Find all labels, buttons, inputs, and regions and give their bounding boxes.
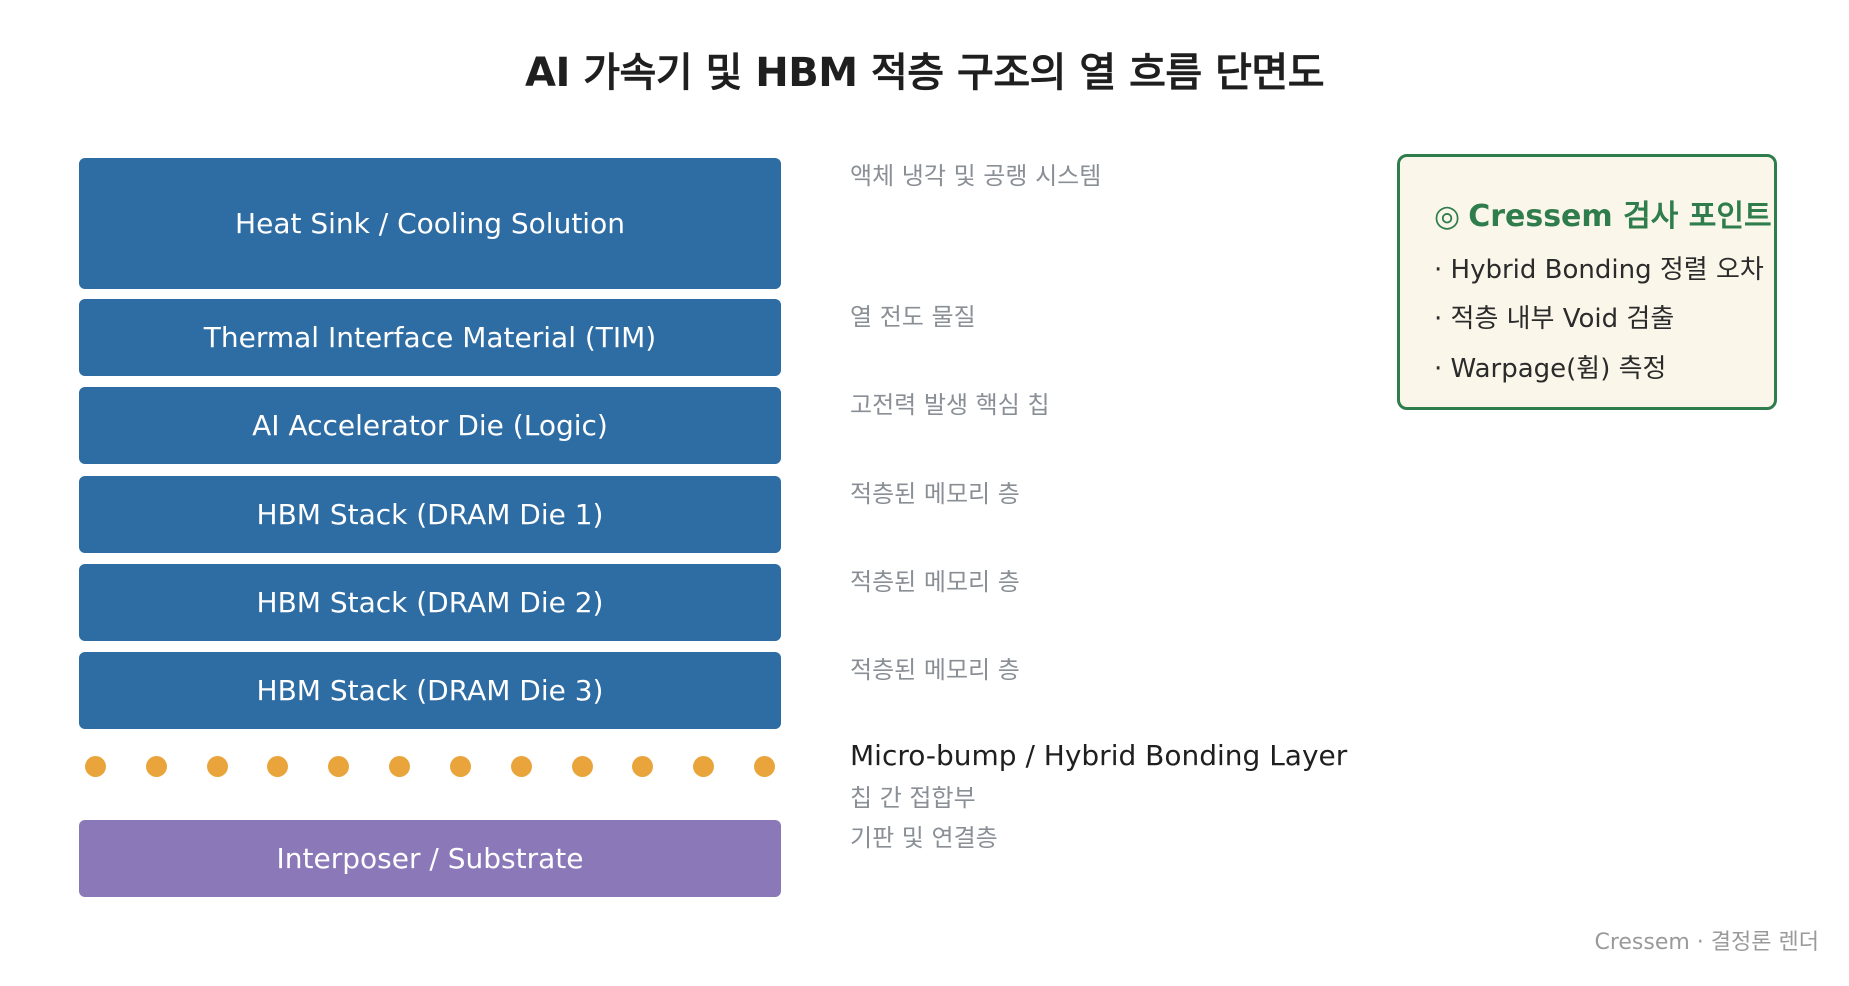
panel-item-warpage: · Warpage(휨) 측정 [1434,354,1667,384]
micro-bump [145,756,167,777]
bonding-layer-desc: 칩 간 접합부 [850,784,976,812]
inspection-points-panel: ◎Cressem 검사 포인트 · Hybrid Bonding 정렬 오차 ·… [1397,154,1777,410]
substrate-desc: 기판 및 연결층 [850,824,998,852]
micro-bump [571,756,593,777]
layer-substrate: Interposer / Substrate [79,820,781,897]
layer-hbm-die-3: HBM Stack (DRAM Die 3) [79,652,781,729]
micro-bump [510,756,532,777]
layer-hbm-die-1: HBM Stack (DRAM Die 1) [79,476,781,553]
layer-label: Thermal Interface Material (TIM) [203,321,657,354]
layer-desc-hbm-2: 적층된 메모리 층 [850,568,1020,596]
panel-title: ◎Cressem 검사 포인트 [1434,191,1772,235]
bonding-layer-label: Micro-bump / Hybrid Bonding Layer [850,739,1348,772]
micro-bump [632,756,654,777]
layer-label: HBM Stack (DRAM Die 3) [256,674,604,707]
layer-label: AI Accelerator Die (Logic) [252,409,608,442]
layer-label: HBM Stack (DRAM Die 1) [256,498,604,531]
micro-bump [267,756,289,777]
layer-desc-hbm-3: 적층된 메모리 층 [850,656,1020,684]
micro-bump [693,756,715,777]
page-title: AI 가속기 및 HBM 적층 구조의 열 흐름 단면도 [524,50,1325,96]
layer-label: HBM Stack (DRAM Die 2) [256,586,604,619]
micro-bump [328,756,350,777]
layer-desc-ai-die: 고전력 발생 핵심 칩 [850,391,1050,419]
panel-item-bonding-alignment: · Hybrid Bonding 정렬 오차 [1434,255,1764,285]
layer-label: Interposer / Substrate [276,842,584,875]
footer-credit: Cressem · 결정론 렌더 [1594,930,1819,955]
panel-item-void-detection: · 적층 내부 Void 검출 [1434,304,1675,334]
layer-desc-hbm-1: 적층된 메모리 층 [850,480,1020,508]
micro-bump [449,756,471,777]
micro-bump [389,756,411,777]
micro-bump [754,756,775,777]
layer-desc-heat-sink: 액체 냉각 및 공랭 시스템 [850,162,1102,190]
target-icon: ◎ [1434,199,1461,234]
layer-desc-tim: 열 전도 물질 [850,303,976,331]
micro-bump [85,756,106,777]
layer-tim: Thermal Interface Material (TIM) [79,299,781,376]
micro-bump-row [79,754,781,778]
panel-title-text: Cressem 검사 포인트 [1468,199,1772,234]
layer-heat-sink: Heat Sink / Cooling Solution [79,158,781,289]
micro-bump [206,756,228,777]
layer-label: Heat Sink / Cooling Solution [235,207,625,240]
layer-hbm-die-2: HBM Stack (DRAM Die 2) [79,564,781,641]
layer-ai-accelerator-die: AI Accelerator Die (Logic) [79,387,781,464]
